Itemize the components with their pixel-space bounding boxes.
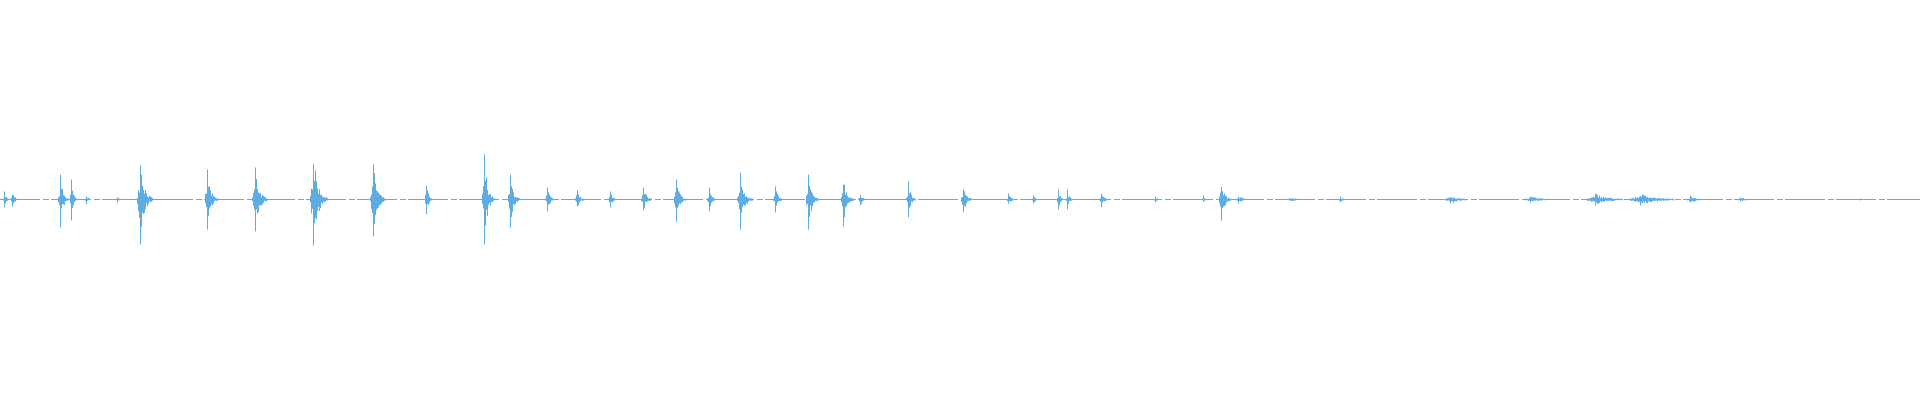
waveform-burst [841, 184, 854, 227]
waveform-burst [1739, 197, 1750, 202]
waveform-burst [1287, 198, 1299, 202]
waveform-burst [1032, 195, 1037, 204]
waveform-burst [545, 187, 554, 212]
waveform-bursts [3, 154, 1862, 246]
waveform-burst [858, 195, 867, 206]
waveform-burst [707, 187, 717, 211]
waveform-burst [608, 191, 616, 208]
waveform-burst [1099, 193, 1108, 208]
waveform-burst [309, 164, 328, 246]
waveform-burst [575, 190, 585, 207]
waveform-burst [1687, 195, 1701, 203]
waveform-burst [10, 194, 18, 207]
waveform-burst [674, 179, 687, 222]
waveform-burst [85, 196, 90, 205]
waveform-burst [1339, 196, 1344, 203]
waveform-burst [205, 169, 218, 230]
waveform-burst [1860, 198, 1862, 201]
waveform-burst [1236, 196, 1245, 204]
waveform-burst [116, 197, 121, 203]
waveform-burst [1057, 189, 1063, 210]
waveform-burst [961, 189, 972, 213]
waveform-burst [1445, 197, 1468, 204]
waveform-burst [1525, 196, 1548, 203]
waveform-burst [370, 164, 386, 237]
waveform-burst [1219, 186, 1232, 221]
waveform-burst [1007, 193, 1014, 204]
waveform-burst [425, 185, 433, 214]
waveform-burst [1202, 195, 1206, 202]
waveform-burst [70, 179, 77, 221]
waveform-burst [1154, 196, 1159, 203]
waveform-burst [137, 165, 153, 245]
waveform-burst [252, 167, 268, 232]
waveform-burst [641, 187, 652, 211]
waveform-burst [58, 174, 69, 228]
waveform-burst [737, 172, 753, 230]
waveform-burst [482, 154, 495, 245]
waveform-burst [773, 186, 782, 213]
waveform-burst [1629, 194, 1678, 206]
waveform-burst [508, 174, 521, 228]
waveform-burst [906, 181, 916, 218]
waveform-burst [1066, 189, 1073, 210]
waveform-burst [3, 191, 9, 208]
waveform-burst [1586, 193, 1623, 206]
waveform-burst [806, 174, 819, 230]
